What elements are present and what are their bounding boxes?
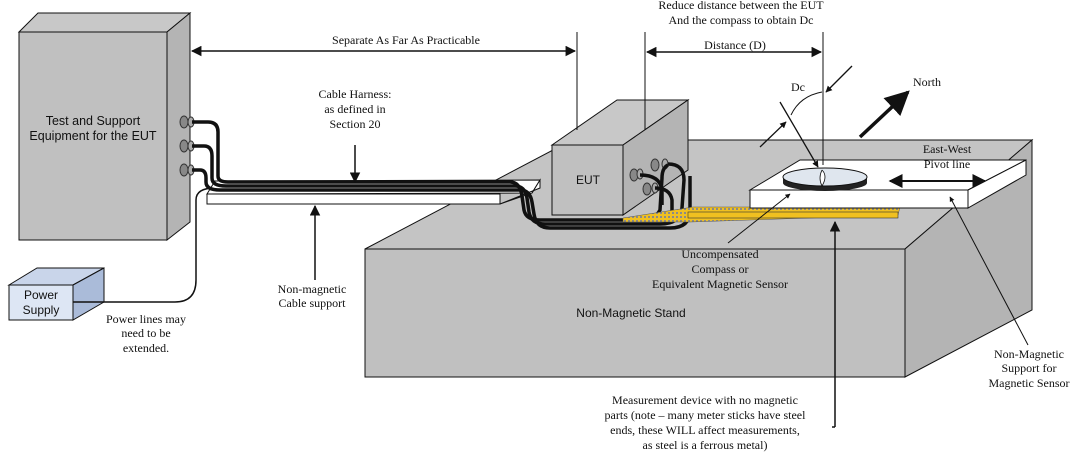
distance-label: Distance (D) (704, 38, 766, 52)
sensor-support-pointer (949, 196, 1029, 346)
stand-label: Non-Magnetic Stand (576, 306, 685, 320)
measurement-label-2: parts (note – many meter sticks have ste… (605, 408, 807, 422)
compass-label-1: Uncompensated (681, 247, 758, 261)
cable-support-label-2: Cable support (279, 296, 347, 310)
power-supply-label-2: Supply (23, 303, 60, 317)
power-line (73, 187, 216, 303)
eut-box: EUT (550, 99, 690, 216)
test-equipment-box: Test and Support Equipment for the EUT (17, 11, 195, 242)
power-supply-label-1: Power (24, 288, 58, 302)
reduce-label-2: And the compass to obtain Dc (669, 13, 814, 27)
power-supply-box: Power Supply (7, 267, 105, 321)
dc-arrow-left (759, 121, 787, 148)
cable-harness (192, 120, 692, 230)
north-arrow (858, 90, 910, 139)
measurement-ruler (622, 206, 901, 223)
test-equipment-label-2: Equipment for the EUT (29, 129, 157, 143)
east-west-label-1: East-West (923, 142, 972, 156)
dc-label: Dc (791, 80, 805, 94)
power-lines-note-3: extended. (123, 341, 169, 355)
cable-harness-label-2: as defined in (324, 102, 385, 116)
measurement-label-4: as steel is a ferrous metal) (643, 438, 768, 452)
dc-arrow-right (825, 65, 853, 93)
compass-label-2: Compass or (692, 262, 749, 276)
connector-icon (179, 115, 195, 177)
measurement-label-1: Measurement device with no magnetic (612, 393, 798, 407)
compass-icon (782, 167, 868, 191)
sensor-support-label-2: Support for (1002, 361, 1057, 375)
cable-harness-label-3: Section 20 (330, 117, 381, 131)
sensor-support-label-1: Non-Magnetic (994, 347, 1064, 361)
sensor-support-label-3: Magnetic Sensor (989, 376, 1070, 390)
eut-label: EUT (576, 173, 601, 187)
cable-harness-label-1: Cable Harness: (319, 87, 392, 101)
east-west-label-2: Pivot line (924, 157, 970, 171)
separate-label: Separate As Far As Practicable (332, 33, 480, 47)
power-lines-note-1: Power lines may (106, 312, 186, 326)
test-equipment-label-1: Test and Support (46, 114, 141, 128)
power-lines-note-2: need to be (121, 326, 170, 340)
reduce-label-1: Reduce distance between the EUT (658, 0, 824, 12)
compass-pointer (727, 193, 791, 244)
cable-support-label-1: Non-magnetic (278, 282, 347, 296)
north-label: North (913, 75, 941, 89)
measurement-label-3: ends, these WILL affect measurements, (610, 423, 800, 437)
compass-label-3: Equivalent Magnetic Sensor (652, 277, 788, 291)
